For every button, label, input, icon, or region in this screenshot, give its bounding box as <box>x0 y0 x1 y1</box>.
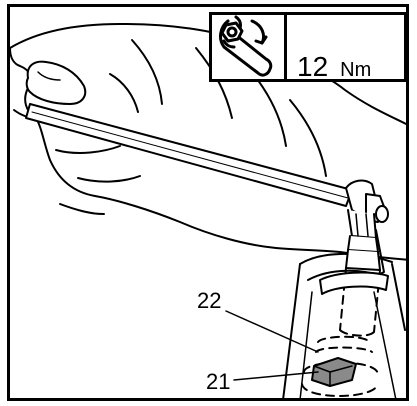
wrench-bar <box>25 103 353 207</box>
socket-wrench <box>339 179 389 337</box>
clamp-band <box>319 271 389 295</box>
torque-wrench-icon <box>219 15 273 77</box>
callout-label-22: 22 <box>197 288 222 313</box>
torque-value: 12 <box>297 51 329 82</box>
torque-icon-cell <box>212 15 287 79</box>
torque-spec-text: 12 Nm <box>297 53 371 81</box>
torque-spec-box: 12 Nm <box>209 12 407 82</box>
callout-22-leader <box>225 310 319 353</box>
callout-21-leader <box>233 371 319 381</box>
hidden-nut <box>301 335 379 397</box>
torque-unit: Nm <box>340 59 372 81</box>
callout-label-21: 21 <box>206 369 231 394</box>
